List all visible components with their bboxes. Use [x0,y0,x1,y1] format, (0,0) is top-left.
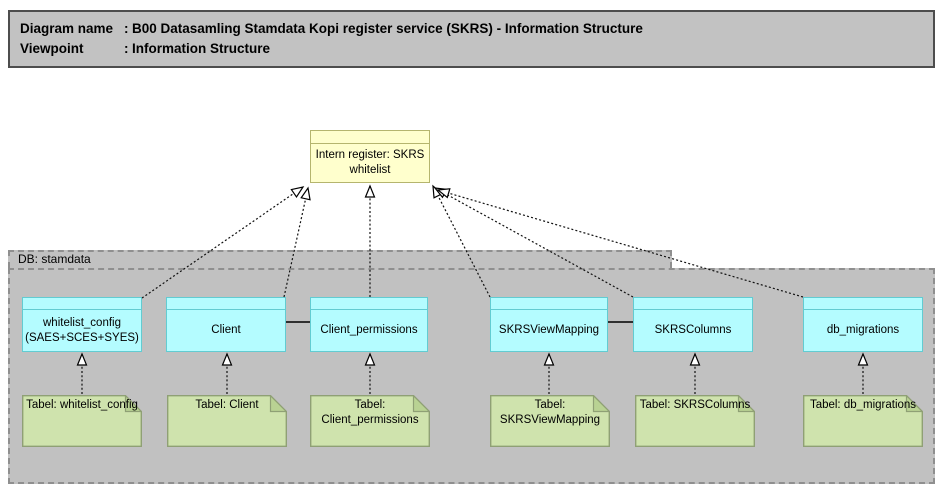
note-label: Tabel: Client_permissions [321,399,419,426]
note-tabel-client-permissions[interactable]: Tabel: Client_permissions [310,395,430,447]
entity-header-band [634,298,752,310]
note-shape [310,395,430,447]
viewpoint-value: Information Structure [132,41,271,56]
diagram-name-value: B00 Datasamling Stamdata Kopi register s… [132,21,643,36]
group-db-stamdata-tab[interactable]: DB: stamdata [8,250,672,268]
note-tabel-whitelist-config[interactable]: Tabel: whitelist_config [22,395,142,447]
group-db-stamdata-body[interactable] [8,268,935,484]
entity-header-band [491,298,607,310]
note-shape [22,395,142,447]
entity-label: db_migrations [826,324,900,336]
note-label: Tabel: Client [195,399,259,411]
diagram-name-label: Diagram name [20,21,114,36]
entity-label: whitelist_config (SAES+SCES+SYES) [25,316,139,344]
note-fold-icon [737,395,755,413]
entity-header-band [311,131,429,144]
note-tabel-db-migrations[interactable]: Tabel: db_migrations [803,395,923,447]
entity-client-permissions[interactable]: Client_permissions [310,297,428,352]
entity-label: SKRSColumns [654,324,732,336]
note-fold-icon [124,395,142,413]
entity-label: Client [211,324,241,336]
entity-skrscolumns[interactable]: SKRSColumns [633,297,753,352]
entity-header-band [167,298,285,310]
diagram-name-colon: : [124,21,129,36]
entity-whitelist-config[interactable]: whitelist_config (SAES+SCES+SYES) [22,297,142,352]
group-title: DB: stamdata [18,252,91,266]
viewpoint-colon: : [124,41,129,56]
note-fold-icon [905,395,923,413]
entity-client[interactable]: Client [166,297,286,352]
entity-header-band [804,298,922,310]
note-fold-icon [269,395,287,413]
note-shape [167,395,287,447]
note-label: Tabel: db_migrations [809,399,917,411]
note-fold-icon [592,395,610,413]
note-shape [635,395,755,447]
entity-header-band [311,298,427,310]
entity-header-band [23,298,141,310]
note-fold-icon [412,395,430,413]
viewpoint-row: Viewpoint:Information Structure [20,39,933,59]
note-shape [803,395,923,447]
entity-label: Client_permissions [320,324,418,336]
entity-label: Intern register: SKRS whitelist [315,149,425,176]
note-tabel-skrscolumns[interactable]: Tabel: SKRSColumns [635,395,755,447]
note-label: Tabel: whitelist_config [26,399,138,411]
entity-intern-register-skrs-whitelist[interactable]: Intern register: SKRS whitelist [310,130,430,183]
entity-db-migrations[interactable]: db_migrations [803,297,923,352]
entity-skrsviewmapping[interactable]: SKRSViewMapping [490,297,608,352]
note-tabel-skrsviewmapping[interactable]: Tabel: SKRSViewMapping [490,395,610,447]
entity-label: SKRSViewMapping [498,324,600,336]
note-shape [490,395,610,447]
diagram-name-row: Diagram name:B00 Datasamling Stamdata Ko… [20,19,933,39]
note-label: Tabel: SKRSViewMapping [499,399,601,426]
viewpoint-label: Viewpoint [20,41,84,56]
diagram-title-block: Diagram name:B00 Datasamling Stamdata Ko… [8,10,935,68]
note-label: Tabel: SKRSColumns [639,399,751,411]
note-tabel-client[interactable]: Tabel: Client [167,395,287,447]
